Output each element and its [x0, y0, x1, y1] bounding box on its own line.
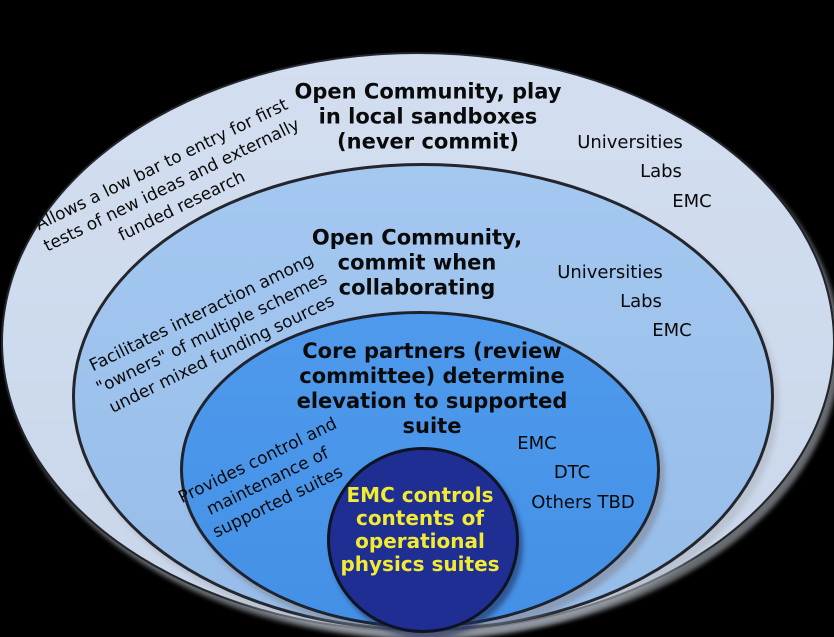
member-label-universities-middle: Universities	[557, 262, 663, 283]
ring-title-open-community-sandbox: Open Community, play in local sandboxes …	[294, 79, 562, 154]
member-label-emc-middle: EMC	[652, 320, 692, 341]
member-label-emc-outer: EMC	[672, 191, 712, 212]
member-label-labs-middle: Labs	[620, 291, 662, 312]
member-label-emc-inner: EMC	[517, 433, 557, 454]
member-label-universities-outer: Universities	[577, 132, 683, 153]
core-label-emc-controls: EMC controls contents of operational phy…	[340, 483, 500, 576]
member-label-labs-outer: Labs	[640, 161, 682, 182]
core-circle-emc	[327, 447, 519, 633]
member-label-others-tbd-inner: Others TBD	[531, 492, 635, 513]
ring-title-core-partners: Core partners (review committee) determi…	[296, 339, 568, 438]
ring-title-open-community-commit: Open Community, commit when collaboratin…	[311, 225, 523, 300]
member-label-dtc-inner: DTC	[553, 462, 591, 483]
